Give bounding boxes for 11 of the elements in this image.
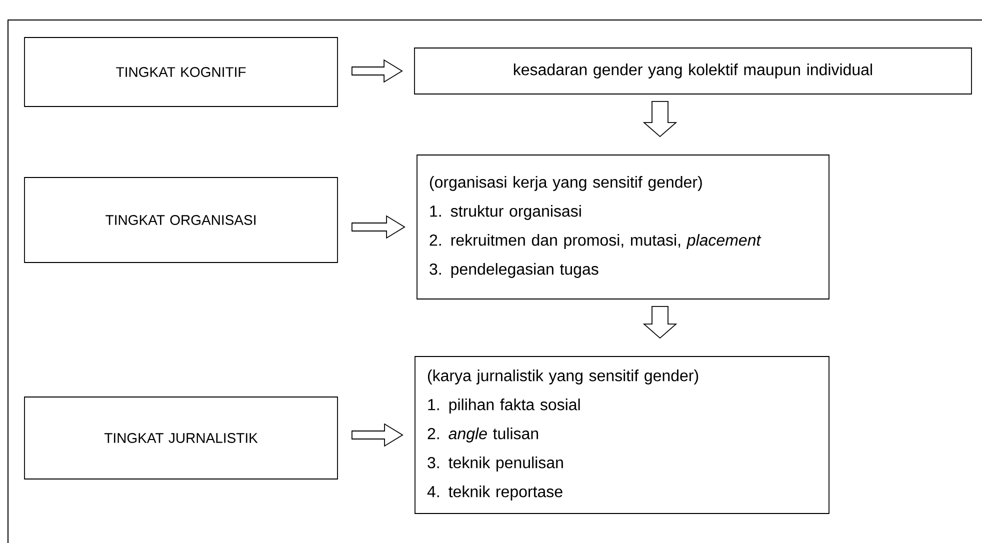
block-arrow [642, 306, 678, 339]
block-arrow [352, 215, 406, 239]
content-box: (karya jurnalistik yang sensitif gender) 1. pilihan fakta sosial 2. angle tulisan 3. teknik penulisan 4. teknik reportase [414, 356, 830, 514]
level-box: TINGKAT JURNALISTIK [24, 396, 338, 480]
block-arrow [642, 101, 678, 138]
level-box: kesadaran gender yang kolektif maupun individual [414, 48, 972, 94]
level-box: TINGKAT KOGNITIF [24, 37, 338, 107]
block-arrow [352, 59, 403, 83]
block-arrow [352, 423, 404, 447]
level-box: TINGKAT ORGANISASI [24, 177, 338, 263]
content-box: (organisasi kerja yang sensitif gender) 1. struktur organisasi 2. rekruitmen dan promosi, mutasi, placement 3. pendelegasian tugas [416, 154, 830, 300]
